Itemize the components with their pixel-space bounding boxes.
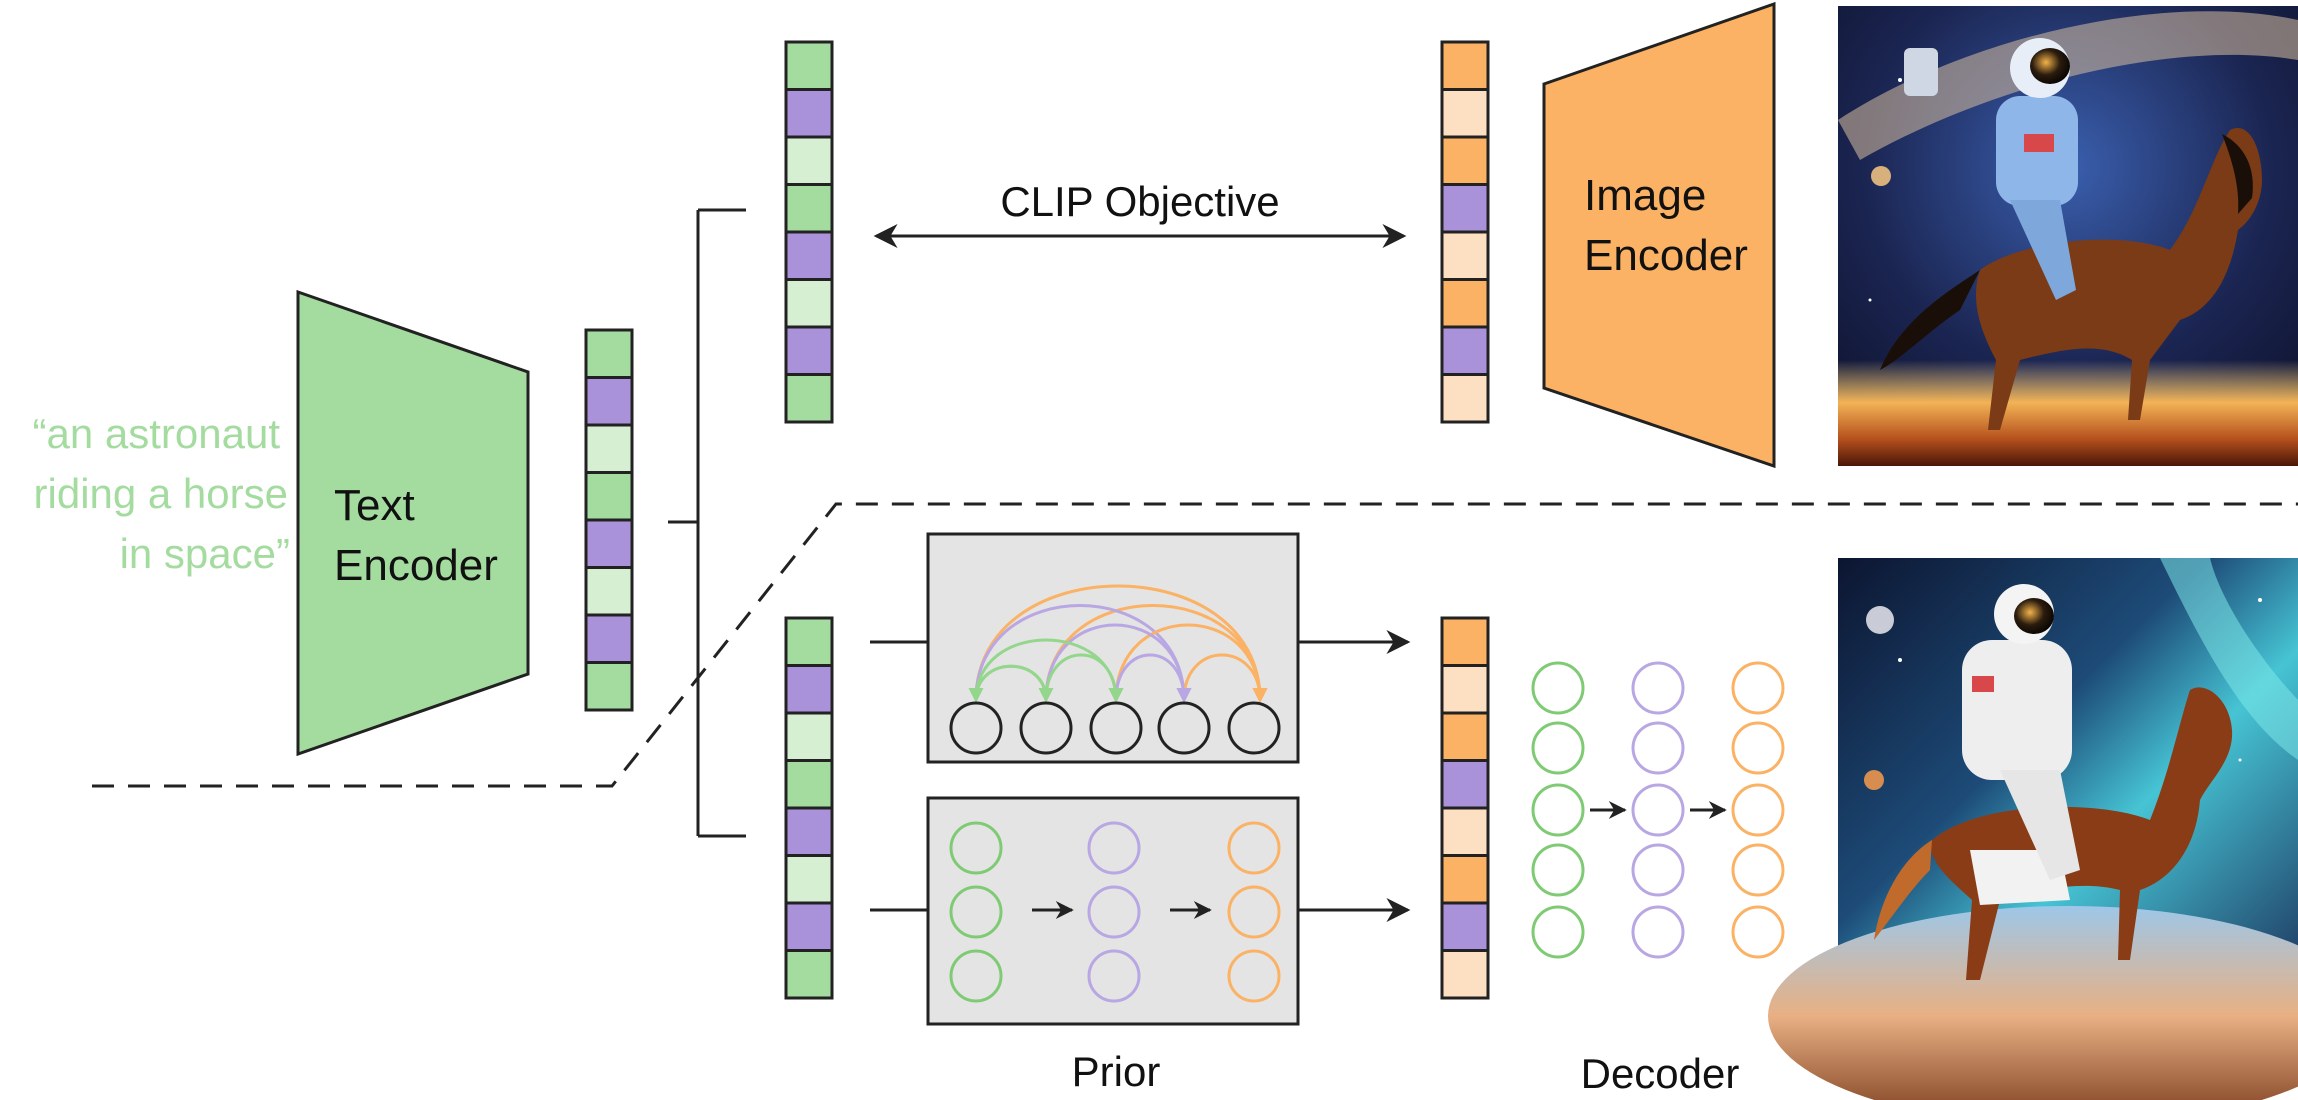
embedding-cell [784, 230, 834, 281]
embedding-cell [784, 278, 834, 329]
embedding-cell [584, 376, 634, 427]
embedding-cell [1440, 230, 1490, 281]
token-circle [1227, 701, 1281, 755]
embedding-cell [1440, 373, 1490, 424]
token-circle [1019, 701, 1073, 755]
embedding-cell [784, 40, 834, 91]
embedding-cell [784, 854, 834, 905]
image-encoder-shape [1542, 1, 1776, 469]
embedding-cell [1440, 325, 1490, 376]
embedding-cell [784, 759, 834, 810]
embedding-cell [1440, 278, 1490, 329]
prior-text-embedding [784, 616, 834, 1000]
embedding-cell [784, 664, 834, 715]
embedding-cell [784, 373, 834, 424]
embedding-cell [584, 518, 634, 569]
token-circle [1157, 701, 1211, 755]
embedding-cell [584, 661, 634, 712]
prompt-line-1: “an astronaut [33, 410, 281, 457]
token-circle [949, 701, 1003, 755]
embedding-cell [584, 566, 634, 617]
prior-autoregressive-box [870, 532, 1411, 764]
text-encoder-shape [296, 289, 530, 757]
embedding-cell [784, 616, 834, 667]
embedding-cell [784, 325, 834, 376]
text-embedding [584, 328, 634, 712]
embedding-cell [1440, 88, 1490, 139]
embedding-cell [784, 183, 834, 234]
embedding-cell [584, 328, 634, 379]
embedding-cell [1440, 759, 1490, 810]
diffusion-panel [926, 796, 1300, 1026]
astronaut-image-bottom [1768, 558, 2298, 1100]
embedding-cell [784, 806, 834, 857]
embedding-cell [784, 949, 834, 1000]
decoder-label: Decoder [1581, 1050, 1740, 1097]
embedding-cell [1440, 711, 1490, 762]
embedding-cell [1440, 616, 1490, 667]
image-encoder-label-line-1: Image [1584, 171, 1706, 220]
embedding-cell [1440, 806, 1490, 857]
embedding-cell [584, 471, 634, 522]
text-encoder-label-line-2: Encoder [334, 541, 498, 590]
prompt-line-2: riding a horse [34, 470, 288, 517]
embedding-cell [784, 711, 834, 762]
prior-label: Prior [1072, 1048, 1161, 1095]
embedding-cell [1440, 854, 1490, 905]
token-circle [1089, 701, 1143, 755]
embedding-cell [584, 613, 634, 664]
decoder-network [1531, 661, 1785, 959]
image-encoder-label-line-2: Encoder [1584, 231, 1748, 280]
clip-objective: CLIP Objective [873, 178, 1407, 248]
embedding-cell [584, 423, 634, 474]
astronaut-image-top [1838, 6, 2298, 466]
embedding-cell [1440, 949, 1490, 1000]
image-embedding [1440, 40, 1490, 424]
embedding-cell [1440, 135, 1490, 186]
autoregressive-arcs [968, 584, 1268, 703]
embedding-cell [784, 901, 834, 952]
embedding-cell [1440, 901, 1490, 952]
prior-output-embedding [1440, 616, 1490, 1000]
embedding-cell [1440, 664, 1490, 715]
autoregressive-tokens [949, 701, 1281, 755]
prompt-line-3: in space” [120, 530, 290, 577]
clip-text-embedding [784, 40, 834, 424]
embedding-cell [784, 88, 834, 139]
clip-objective-label: CLIP Objective [1000, 178, 1279, 225]
text-encoder: Text Encoder [296, 289, 530, 757]
dashed-divider [92, 502, 2298, 788]
text-encoder-label-line-1: Text [334, 481, 415, 530]
prior-diffusion-box [870, 796, 1411, 1026]
bracket-connector [668, 208, 746, 838]
image-encoder: Image Encoder [1542, 1, 1776, 469]
embedding-cell [1440, 40, 1490, 91]
embedding-cell [784, 135, 834, 186]
embedding-cell [1440, 183, 1490, 234]
text-prompt: “an astronaut riding a horse in space” [33, 410, 291, 577]
